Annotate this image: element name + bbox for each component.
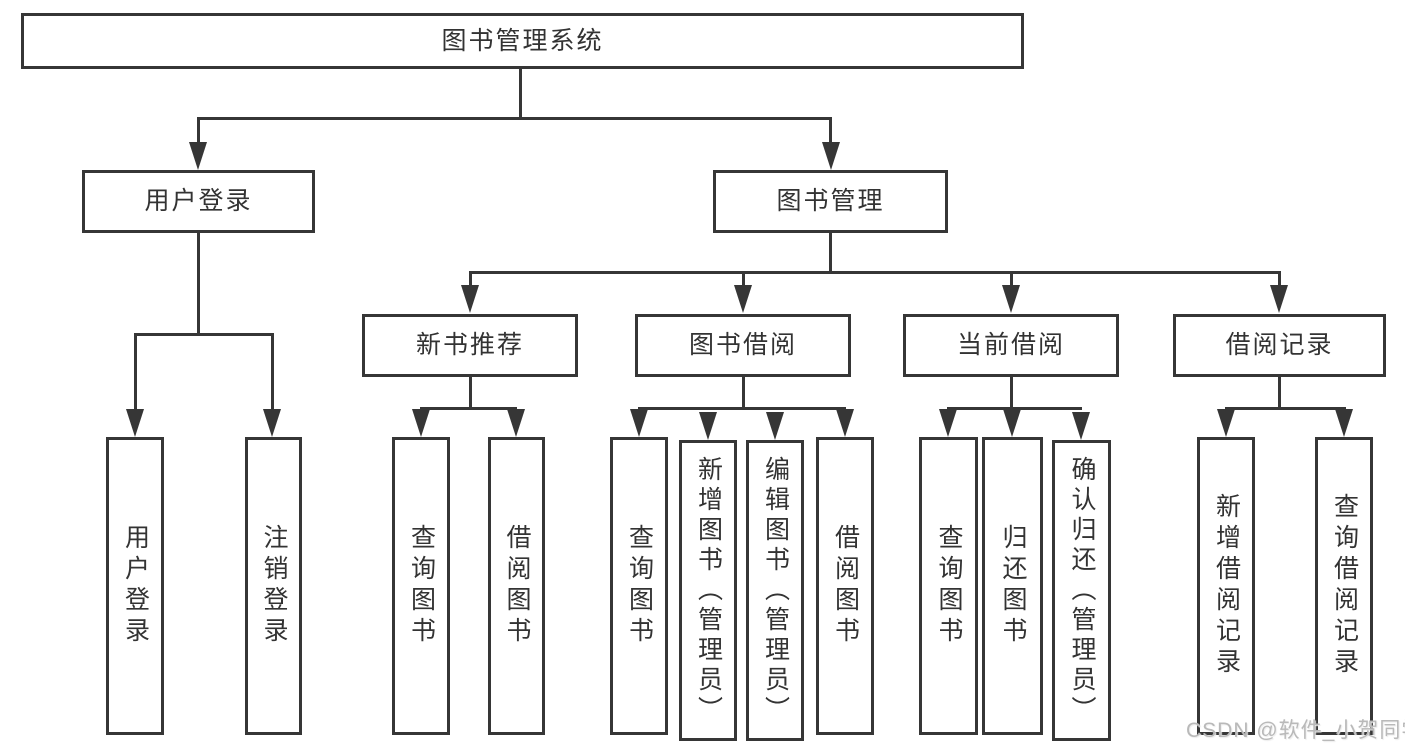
node-user-login: 用户登录 xyxy=(82,170,315,233)
connector-line xyxy=(134,333,274,336)
arrow-down-icon xyxy=(630,409,648,437)
leaf-logout: 注销登录 xyxy=(245,437,302,735)
connector-line xyxy=(469,271,1281,274)
arrow-down-icon xyxy=(1217,409,1235,437)
node-new-book-recommend: 新书推荐 xyxy=(362,314,578,377)
node-book-borrow: 图书借阅 xyxy=(635,314,851,377)
leaf-query-borrow-record: 查询借阅记录 xyxy=(1315,437,1373,735)
csdn-watermark: CSDN @软件_小贺同学 xyxy=(1186,719,1405,742)
arrow-down-icon xyxy=(734,285,752,313)
node-book-management: 图书管理 xyxy=(713,170,948,233)
arrow-down-icon xyxy=(1002,285,1020,313)
connector-line xyxy=(469,377,472,409)
leaf-return-book: 归还图书 xyxy=(982,437,1043,735)
connector-line xyxy=(469,271,472,287)
leaf-add-borrow-record: 新增借阅记录 xyxy=(1197,437,1255,735)
leaf-query-books-current: 查询图书 xyxy=(919,437,978,735)
connector-line xyxy=(947,407,1082,410)
connector-line xyxy=(638,407,846,410)
arrow-down-icon xyxy=(126,409,144,437)
connector-line xyxy=(1278,377,1281,409)
connector-line xyxy=(1010,377,1013,409)
connector-line xyxy=(829,117,832,145)
leaf-edit-book-admin: 编辑图书（管理员） xyxy=(746,440,804,741)
leaf-user-login: 用户登录 xyxy=(106,437,164,735)
connector-line xyxy=(1225,407,1346,410)
connector-line xyxy=(271,333,274,411)
connector-line xyxy=(1010,271,1013,287)
leaf-query-books-recommend: 查询图书 xyxy=(392,437,450,735)
arrow-down-icon xyxy=(836,409,854,437)
connector-line xyxy=(197,117,200,145)
node-root: 图书管理系统 xyxy=(21,13,1024,69)
arrow-down-icon xyxy=(1335,409,1353,437)
arrow-down-icon xyxy=(699,412,717,440)
arrow-down-icon xyxy=(939,409,957,437)
leaf-add-book-admin: 新增图书（管理员） xyxy=(679,440,737,741)
node-current-borrow: 当前借阅 xyxy=(903,314,1119,377)
connector-line xyxy=(829,233,832,273)
arrow-down-icon xyxy=(766,412,784,440)
leaf-query-books-borrow: 查询图书 xyxy=(610,437,668,735)
connector-line xyxy=(519,66,522,119)
connector-line xyxy=(197,117,832,120)
arrow-down-icon xyxy=(1003,409,1021,437)
arrow-down-icon xyxy=(1270,285,1288,313)
leaf-borrow-books-recommend: 借阅图书 xyxy=(488,437,545,735)
leaf-confirm-return-admin: 确认归还（管理员） xyxy=(1052,440,1111,741)
node-borrow-records: 借阅记录 xyxy=(1173,314,1386,377)
connector-line xyxy=(197,233,200,335)
leaf-borrow-books: 借阅图书 xyxy=(816,437,874,735)
arrow-down-icon xyxy=(263,409,281,437)
arrow-down-icon xyxy=(412,409,430,437)
connector-line xyxy=(742,377,745,409)
connector-line xyxy=(134,333,137,411)
connector-line xyxy=(1278,271,1281,287)
connector-line xyxy=(742,271,745,287)
connector-line xyxy=(420,407,517,410)
arrow-down-icon xyxy=(1072,412,1090,440)
arrow-down-icon xyxy=(822,142,840,170)
arrow-down-icon xyxy=(461,285,479,313)
arrow-down-icon xyxy=(189,142,207,170)
arrow-down-icon xyxy=(507,409,525,437)
